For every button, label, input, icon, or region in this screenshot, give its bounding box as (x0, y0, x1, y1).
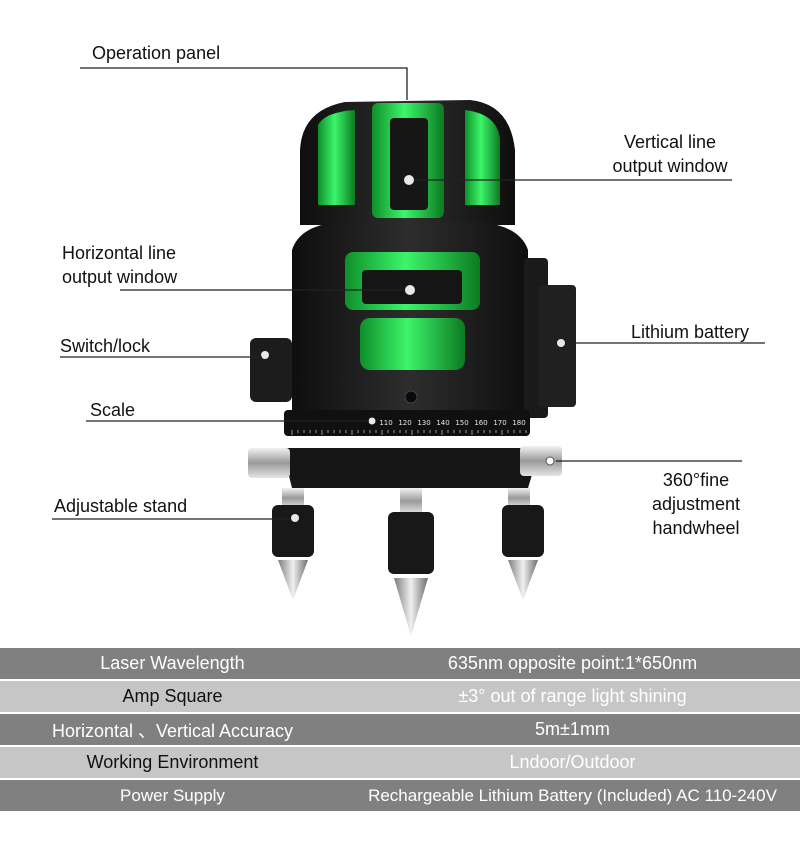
spec-value: Lndoor/Outdoor (509, 752, 636, 772)
battery-pack (538, 285, 576, 407)
spec-row: Laser Wavelength 635nm opposite point:1*… (0, 648, 800, 681)
scale-tick-label: 170 (493, 419, 506, 427)
spec-value: Rechargeable Lithium Battery (Included) … (368, 785, 777, 805)
scale-tick-label: 160 (474, 419, 487, 427)
spec-row: Power Supply Rechargeable Lithium Batter… (0, 780, 800, 813)
spec-label: Power Supply (120, 785, 225, 805)
callout-horizontal-window: Horizontal line output window (62, 241, 177, 289)
callout-horizontal-window-line2: output window (62, 267, 178, 287)
spec-value: 635nm opposite point:1*650nm (447, 653, 698, 673)
callout-handwheel-line3: handwheel (652, 518, 740, 538)
scale-tick-label: 120 (398, 419, 411, 427)
callout-horizontal-window-line1: Horizontal line (62, 243, 177, 263)
callout-handwheel-line2: adjustment (651, 494, 741, 514)
base (248, 446, 562, 488)
spec-label: Laser Wavelength (100, 653, 245, 673)
scale-tick-label: 140 (436, 419, 449, 427)
callout-lithium-battery: Lithium battery (631, 322, 750, 342)
handwheel-left (248, 448, 290, 478)
adjustable-stand (272, 488, 544, 636)
laser-level-device: 110 120 130 140 150 160 170 180 (52, 67, 765, 636)
spec-label: Working Environment (86, 752, 259, 772)
handwheel-right (520, 446, 562, 476)
vertical-window (390, 118, 428, 210)
spec-label: Amp Square (122, 686, 223, 706)
callout-scale: Scale (90, 400, 136, 420)
upper-housing (300, 100, 515, 225)
scale-ring: 110 120 130 140 150 160 170 180 (284, 410, 530, 436)
leader-lines (52, 67, 765, 520)
spec-value: ±3° out of range light shining (458, 686, 687, 706)
spec-value: 5m±1mm (535, 719, 610, 739)
callout-vertical-window-line2: output window (612, 156, 728, 176)
spec-row: Horizontal 、Vertical Accuracy 5m±1mm (0, 714, 800, 747)
callout-switch-lock: Switch/lock (60, 336, 151, 356)
callout-vertical-window-line1: Vertical line (623, 132, 717, 152)
main-housing (250, 222, 576, 418)
callout-handwheel: 360°fine adjustment handwheel (640, 468, 752, 540)
diagram-stage: 110 120 130 140 150 160 170 180 (52, 43, 765, 636)
switch-lock-knob (250, 338, 292, 402)
callout-vertical-window: Vertical line output window (600, 130, 740, 178)
callout-operation-panel: Operation panel (92, 43, 221, 63)
scale-tick-label: 150 (455, 419, 468, 427)
spec-label: Horizontal 、Vertical Accuracy (51, 720, 294, 741)
spec-row: Amp Square ±3° out of range light shinin… (0, 681, 800, 714)
scale-tick-label: 130 (417, 419, 430, 427)
spec-row: Working Environment Lndoor/Outdoor (0, 747, 800, 780)
scale-tick-label: 110 (379, 419, 392, 427)
callout-handwheel-line1: 360°fine (662, 470, 730, 490)
callout-adjustable-stand: Adjustable stand (54, 496, 188, 516)
scale-tick-label: 180 (512, 419, 525, 427)
spec-table: Laser Wavelength 635nm opposite point:1*… (0, 648, 800, 813)
